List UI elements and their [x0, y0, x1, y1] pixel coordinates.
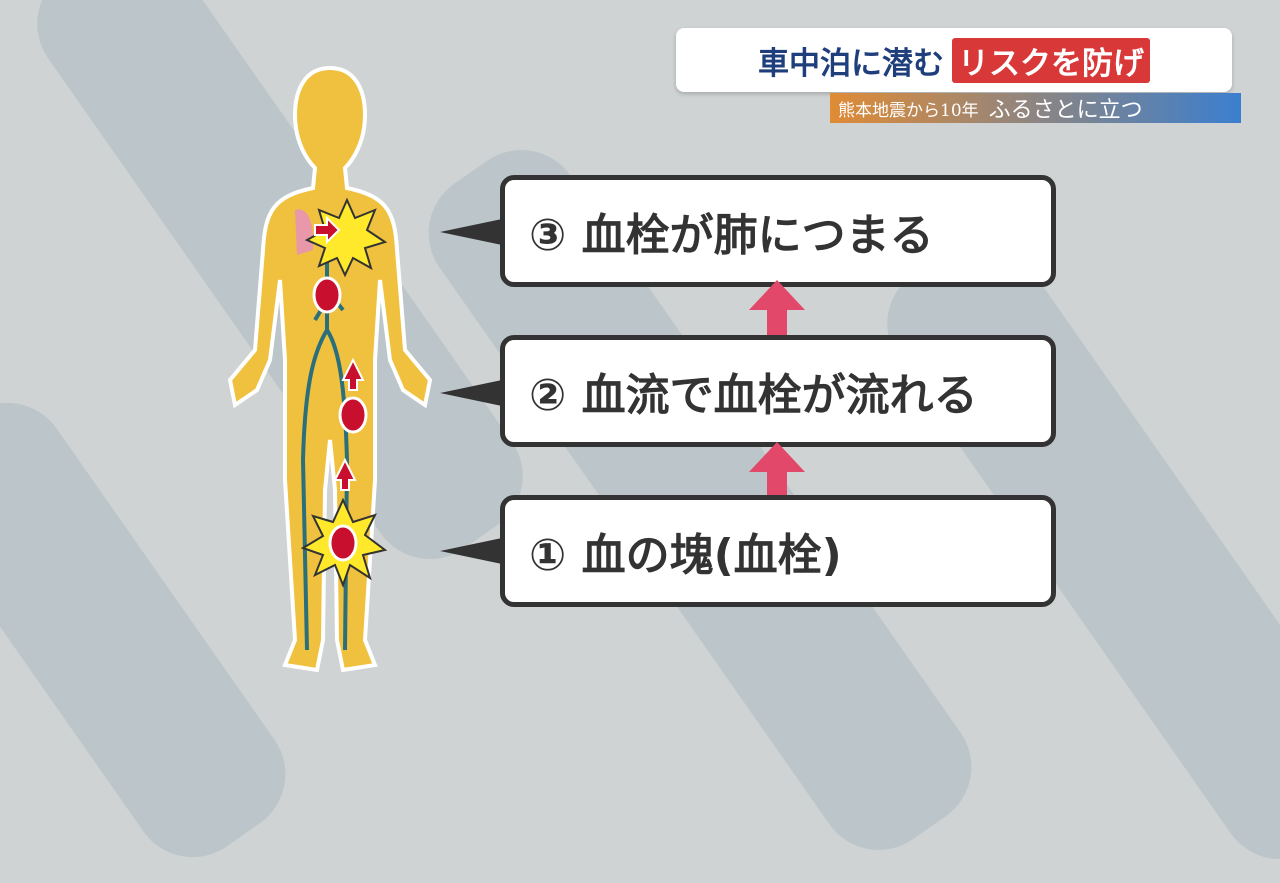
step-1-box: ① 血の塊(血栓): [500, 495, 1056, 607]
series-label: 熊本地震から10年: [838, 100, 979, 121]
step-3-box: ③ 血栓が肺につまる: [500, 175, 1056, 287]
step-2-box: ② 血流で血栓が流れる: [500, 335, 1056, 447]
headline-banner: 車中泊に潜む リスクを防げ: [676, 28, 1232, 92]
step-2-label: ② 血流で血栓が流れる: [529, 370, 978, 421]
headline-highlight: リスクを防げ: [952, 37, 1150, 83]
program-subtitle-bar: 熊本地震から10年 ふるさとに立つ: [830, 93, 1241, 123]
arrow-up-icon: [749, 442, 805, 512]
arrow-up-icon: [749, 280, 805, 350]
program-label: ふるさとに立つ: [988, 98, 1143, 123]
callout-pointer: [440, 538, 502, 564]
callout-pointer: [440, 380, 502, 406]
step-3-label: ③ 血栓が肺につまる: [529, 210, 934, 261]
human-body-illustration: [227, 65, 433, 673]
arrow-right-icon: [314, 215, 341, 245]
vein-lines: [300, 260, 350, 651]
callout-pointer: [440, 219, 502, 245]
step-1-label: ① 血の塊(血栓): [529, 530, 842, 581]
clot-icon: [312, 276, 342, 314]
lung-icon: [295, 209, 314, 255]
clot-icon: [338, 396, 368, 434]
clot-icon: [328, 524, 358, 562]
arrow-up-icon: [341, 357, 365, 391]
headline-title: 車中泊に潜む: [758, 45, 944, 82]
arrow-up-icon: [333, 457, 357, 491]
